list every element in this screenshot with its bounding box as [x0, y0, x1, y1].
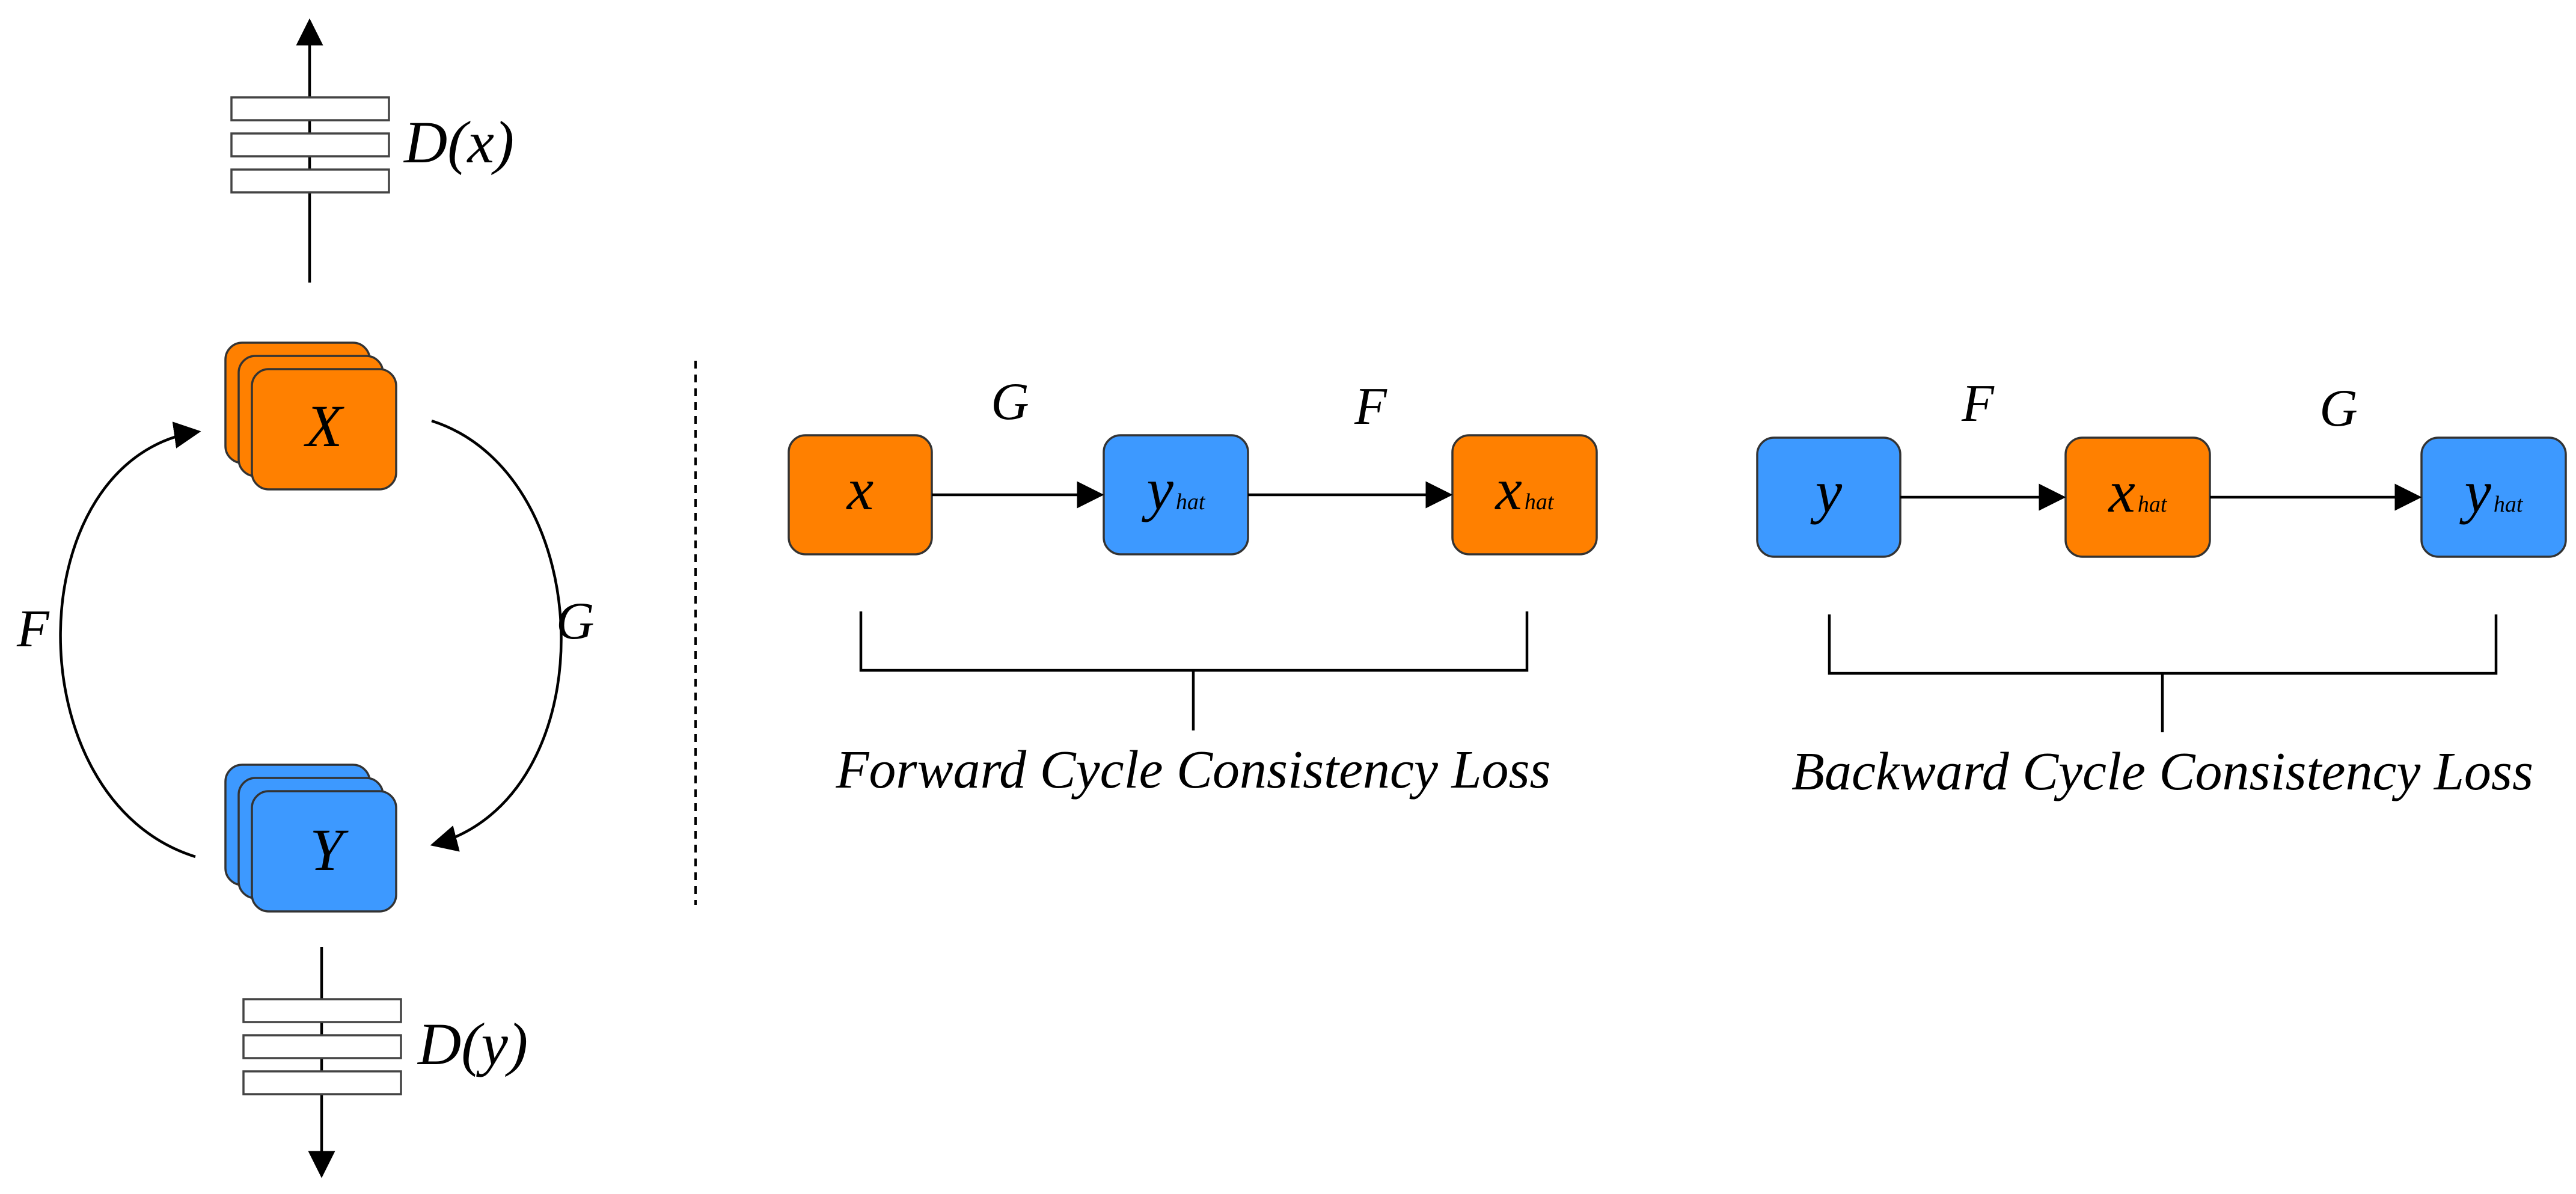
forward-loss-bracket [859, 611, 1529, 672]
backward-xhat-main: x [2108, 458, 2135, 525]
forward-xhat-main: x [1495, 456, 1522, 522]
arrow-f-label: F [16, 600, 50, 658]
backward-arrow-f-label: F [1961, 375, 1995, 433]
arrow-g-label: G [556, 592, 595, 651]
arrow-f-curve [59, 421, 201, 859]
disc-x-layer-3 [230, 168, 390, 194]
backward-yhat-sub: hat [2494, 492, 2524, 517]
discriminator-y: D(y) [242, 947, 528, 1178]
forward-arrow-f-label: F [1354, 378, 1387, 436]
disc-y-layer-3 [242, 1070, 402, 1095]
backward-loss-caption: Backward Cycle Consistency Loss [1791, 742, 2533, 801]
backward-yhat-main: y [2459, 458, 2492, 525]
domain-y-card-front [251, 790, 397, 913]
disc-y-label: D(y) [417, 1011, 528, 1077]
discriminator-x: D(x) [230, 18, 514, 283]
backward-loss-bracket [1828, 614, 2498, 675]
forward-arrow-g-label: G [991, 373, 1029, 431]
disc-x-label: D(x) [403, 109, 514, 176]
disc-y-layer-1 [242, 998, 402, 1023]
forward-yhat-main: y [1142, 456, 1174, 522]
disc-x-layer-2 [230, 132, 390, 158]
domain-y-label: Y [310, 816, 349, 883]
disc-y-layer-2 [242, 1034, 402, 1059]
forward-xhat-sub: hat [1525, 489, 1555, 515]
backward-arrow-g-label: G [2319, 379, 2358, 438]
domain-x-card-front [251, 368, 397, 491]
backward-node-y-label: y [1810, 458, 1843, 525]
domain-y-stack: Y [224, 764, 397, 913]
disc-x-layer-1 [230, 96, 390, 121]
backward-xhat-sub: hat [2138, 492, 2168, 517]
domain-x-label: X [303, 393, 344, 459]
arrow-g-curve [430, 419, 563, 852]
domain-x-stack: X [224, 341, 397, 491]
forward-node-x-label: x [846, 456, 873, 522]
forward-loss-caption: Forward Cycle Consistency Loss [835, 740, 1550, 800]
forward-yhat-sub: hat [1176, 489, 1206, 515]
